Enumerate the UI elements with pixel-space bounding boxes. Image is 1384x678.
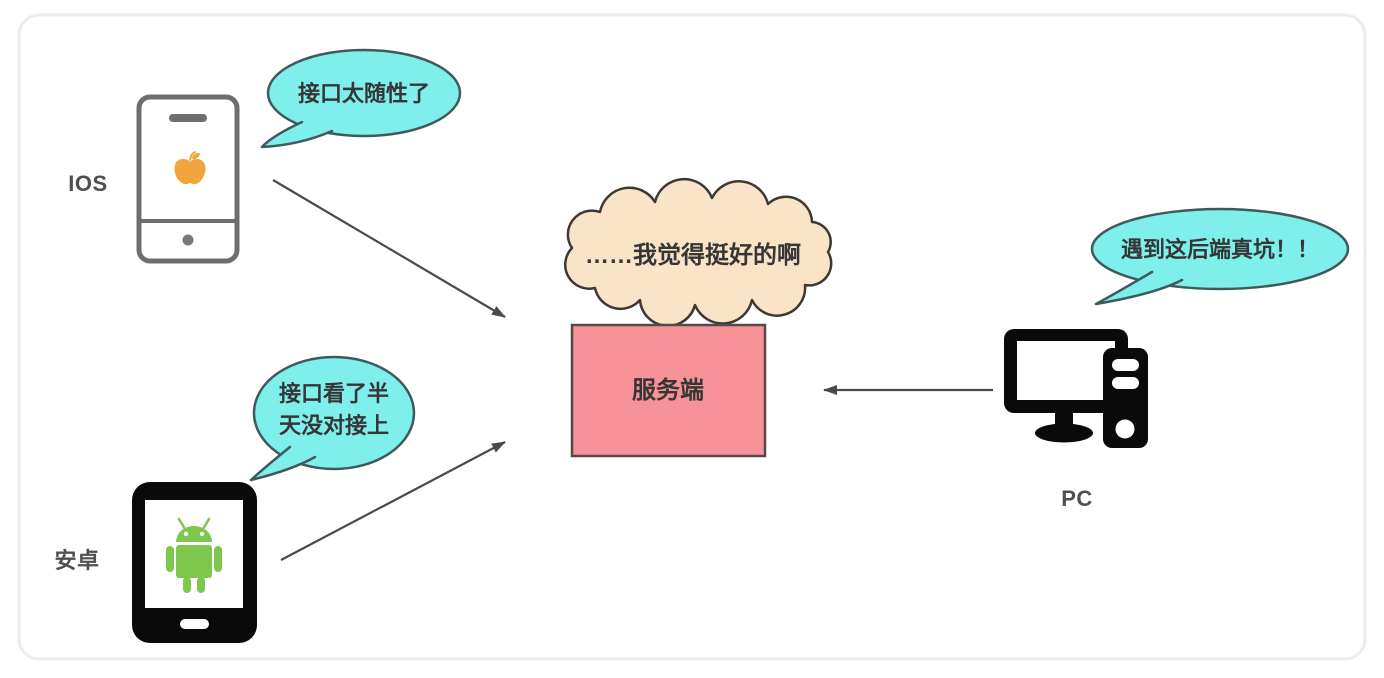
android-eye-right	[199, 531, 205, 537]
ios-label: IOS	[68, 171, 107, 196]
android-head	[176, 526, 212, 542]
android-arm-left	[166, 546, 174, 572]
apple-logo-icon	[174, 151, 206, 185]
pc-bubble-text: 遇到这后端真坑！！	[1121, 237, 1319, 262]
iphone-outline-icon	[136, 94, 240, 264]
arrow-android-to-server	[280, 441, 506, 561]
desktop-computer-icon	[1004, 329, 1148, 448]
canvas-border	[17, 13, 1367, 661]
thought-cloud-shape	[564, 177, 833, 328]
speech-bubble-ios-tail	[260, 120, 334, 149]
speech-bubble-ios-shape	[266, 48, 462, 138]
pc-tower	[1103, 348, 1148, 448]
server-box	[570, 323, 767, 458]
server-node: 服务端	[570, 323, 767, 458]
speech-bubble-ios: 接口太随性了	[260, 48, 462, 149]
android-robot-icon	[166, 517, 222, 593]
apple-stem	[189, 151, 196, 161]
android-leg-right	[197, 577, 205, 593]
speech-bubble-pc-shape	[1090, 207, 1350, 291]
pc-tower-power-button	[1115, 419, 1135, 439]
pc-screen	[1017, 341, 1115, 400]
android-antenna-right	[201, 517, 211, 531]
android-arm-right	[214, 546, 222, 572]
android-eye-left	[183, 531, 189, 537]
speech-bubble-pc: 遇到这后端真坑！！	[1090, 207, 1350, 306]
speech-bubble-pc-tail	[1094, 270, 1184, 306]
pc-tower-slot-1	[1112, 359, 1139, 371]
android-antenna-left	[177, 517, 187, 531]
server-label: 服务端	[632, 376, 704, 404]
server-thought-text: ……我觉得挺好的啊	[585, 241, 801, 269]
arrow-ios-to-server	[272, 179, 506, 318]
iphone-home-button	[182, 234, 194, 246]
android-phone-icon	[132, 482, 257, 643]
android-label: 安卓	[54, 548, 99, 573]
pc-tower-slot-2	[1112, 377, 1139, 389]
android-bubble-line1: 接口看了半	[279, 381, 389, 406]
android-home-button	[180, 619, 209, 629]
speech-bubble-android-tail	[249, 445, 317, 482]
android-bubble-line2: 天没对接上	[279, 413, 389, 438]
pc-stand-base	[1035, 423, 1093, 443]
ios-bubble-text: 接口太随性了	[298, 81, 430, 106]
iphone-speaker	[169, 114, 207, 122]
apple-leaf	[192, 152, 200, 160]
server-thought-cloud: ……我觉得挺好的啊	[564, 177, 833, 328]
speech-bubble-android: 接口看了半 天没对接上	[249, 355, 416, 482]
speech-bubble-android-shape	[252, 355, 416, 471]
pc-label: PC	[1061, 486, 1093, 511]
android-leg-left	[183, 577, 191, 593]
android-body	[176, 545, 212, 578]
apple-body	[174, 158, 206, 185]
